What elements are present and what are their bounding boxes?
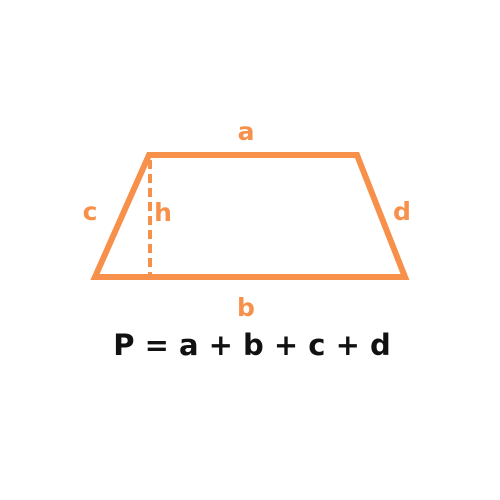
- label-c: c: [83, 197, 98, 226]
- trapezoid-shape: [90, 152, 410, 280]
- label-d: d: [393, 197, 411, 226]
- label-a: a: [238, 117, 255, 146]
- label-b: b: [237, 293, 255, 322]
- perimeter-formula: P = a + b + c + d: [113, 328, 391, 362]
- label-h: h: [154, 198, 172, 227]
